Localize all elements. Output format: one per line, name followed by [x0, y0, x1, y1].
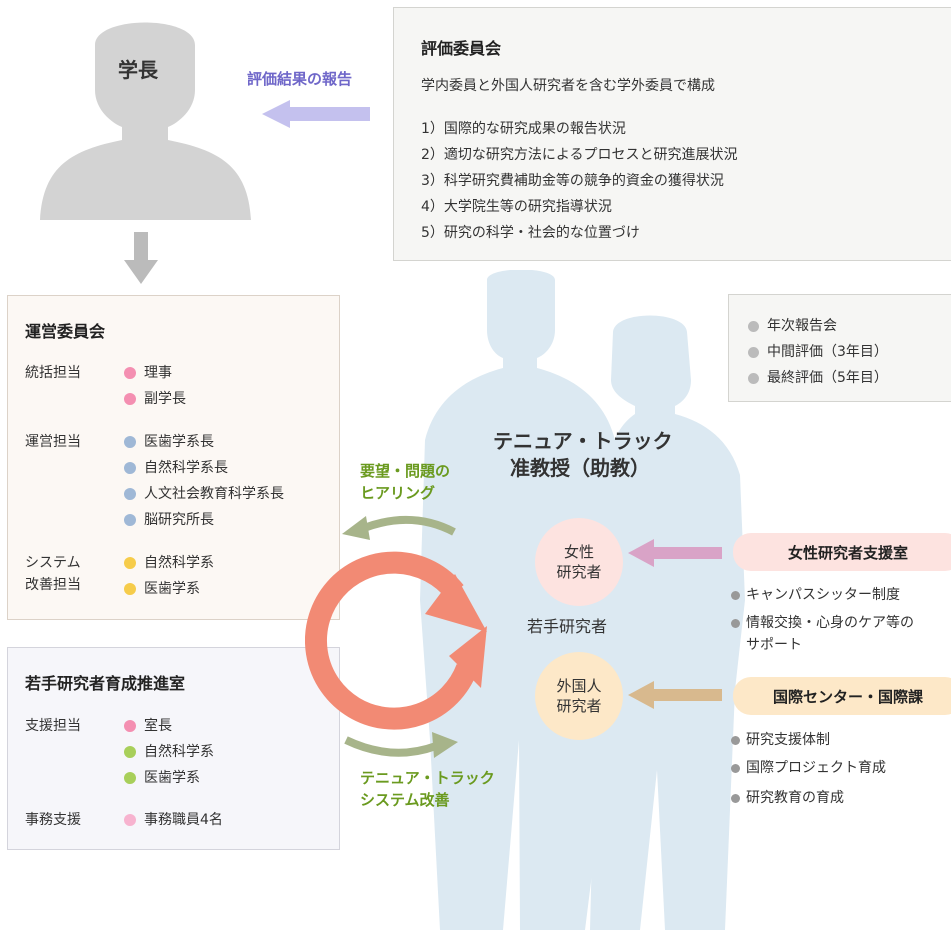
- improve-arrow-icon: [344, 732, 458, 758]
- member: 自然科学系: [124, 741, 214, 761]
- hearing-label-line2: ヒアリング: [360, 484, 436, 502]
- young-researcher-label: 若手研究者: [527, 617, 608, 636]
- young-office-title: 若手研究者育成推進室: [25, 674, 186, 693]
- intl-center-item: 研究支援体制: [731, 729, 830, 749]
- intl-center-item: 研究教育の育成: [731, 787, 844, 807]
- intl-center-item: 国際プロジェクト育成: [731, 757, 886, 777]
- down-arrow-icon: [124, 232, 158, 284]
- foreign-arrow-icon: [628, 681, 722, 709]
- left-arrow-icon: [262, 100, 370, 128]
- eval-item: 1）国際的な研究成果の報告状況: [421, 121, 626, 137]
- review-item: 中間評価（3年目）: [748, 341, 888, 361]
- intl-center-pill: 国際センター・国際課: [733, 677, 951, 715]
- eval-committee-box: 評価委員会 学内委員と外国人研究者を含む学外委員で構成 1）国際的な研究成果の報…: [393, 7, 951, 261]
- group-label: 事務支援: [25, 812, 81, 828]
- eval-item: 3）科学研究費補助金等の競争的資金の獲得状況: [421, 173, 724, 189]
- hearing-label-line1: 要望・問題の: [360, 462, 451, 480]
- member: 室長: [124, 715, 172, 735]
- eval-committee-subtitle: 学内委員と外国人研究者を含む学外委員で構成: [421, 78, 715, 94]
- steering-title: 運営委員会: [25, 322, 106, 341]
- report-arrow-label: 評価結果の報告: [247, 70, 353, 88]
- member: 脳研究所長: [124, 509, 214, 529]
- member: 自然科学系: [124, 552, 214, 572]
- review-item: 年次報告会: [748, 315, 837, 335]
- cycle-arrow-icon: [305, 551, 487, 730]
- women-support-item: サポート: [746, 637, 802, 653]
- review-item: 最終評価（5年目）: [748, 367, 888, 387]
- eval-item: 5）研究の科学・社会的な位置づけ: [421, 225, 640, 241]
- steering-committee-box: 運営委員会 統括担当 理事 副学長 運営担当 医歯学系長 自然科学系長 人文社会…: [7, 295, 340, 620]
- women-researcher-circle: 女性研究者: [535, 518, 623, 606]
- member: 医歯学系長: [124, 431, 214, 451]
- member: 医歯学系: [124, 578, 200, 598]
- tenure-title-line1: テニュア・トラック: [493, 429, 673, 453]
- group-label: 統括担当: [25, 365, 81, 381]
- eval-item: 2）適切な研究方法によるプロセスと研究進展状況: [421, 147, 738, 163]
- group-label: システム: [25, 555, 81, 571]
- member: 人文社会教育科学系長: [124, 483, 284, 503]
- president-silhouette: [40, 22, 251, 220]
- group-label: 改善担当: [25, 577, 81, 593]
- researcher-silhouettes: [420, 270, 745, 930]
- eval-committee-title: 評価委員会: [421, 39, 502, 58]
- member: 理事: [124, 362, 172, 382]
- member: 副学長: [124, 388, 186, 408]
- hearing-arrow-icon: [342, 516, 456, 540]
- foreign-researcher-circle: 外国人研究者: [535, 652, 623, 740]
- member: 自然科学系長: [124, 457, 228, 477]
- women-support-item: キャンパスシッター制度: [731, 584, 900, 604]
- group-label: 運営担当: [25, 434, 81, 450]
- member: 事務職員4名: [124, 809, 223, 829]
- women-support-item: 情報交換・心身のケア等の: [731, 612, 914, 632]
- young-office-box: 若手研究者育成推進室 支援担当 室長 自然科学系 医歯学系 事務支援 事務職員4…: [7, 647, 340, 850]
- president-label: 学長: [118, 58, 158, 82]
- improve-label-line2: システム改善: [360, 791, 450, 809]
- eval-item: 4）大学院生等の研究指導状況: [421, 199, 612, 215]
- women-support-pill: 女性研究者支援室: [733, 533, 951, 571]
- review-box: [728, 294, 951, 402]
- women-arrow-icon: [628, 539, 722, 567]
- improve-label-line1: テニュア・トラック: [360, 769, 495, 787]
- tenure-title-line2: 准教授（助教）: [510, 456, 650, 480]
- member: 医歯学系: [124, 767, 200, 787]
- group-label: 支援担当: [25, 718, 81, 734]
